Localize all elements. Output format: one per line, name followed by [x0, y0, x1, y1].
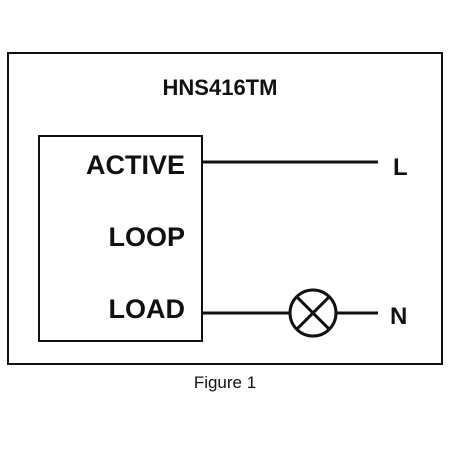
- terminal-active-label: ACTIVE: [86, 150, 185, 180]
- terminal-loop-label: LOOP: [108, 222, 185, 252]
- terminal-block: [38, 135, 203, 342]
- figure-caption: Figure 1: [194, 373, 256, 392]
- outer-frame: [7, 52, 443, 365]
- lamp-icon: [288, 288, 338, 338]
- line-terminal-label: L: [393, 154, 408, 181]
- neutral-terminal-label: N: [390, 303, 407, 330]
- terminal-load-label: LOAD: [109, 294, 186, 324]
- model-label: HNS416TM: [163, 75, 278, 100]
